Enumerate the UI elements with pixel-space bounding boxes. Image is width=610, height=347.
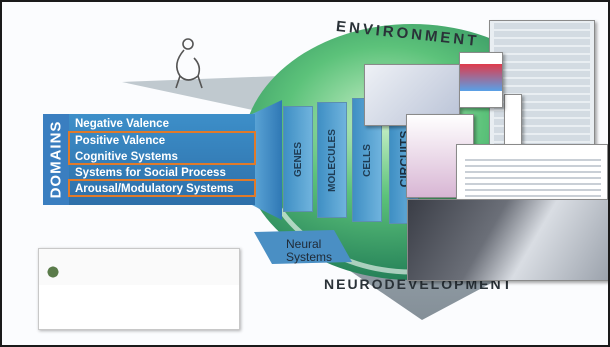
journal-logo-icon [43,263,63,281]
domains-label: DOMAINS [47,120,65,199]
paper-header [39,249,239,285]
domains-bar [43,114,255,205]
neural-systems-line2: Systems [286,250,333,264]
domain-social-processes: Systems for Social Process [75,167,226,179]
unit-label-molecules: MOLECULES [326,128,338,192]
paper-screenshot-image [38,248,240,330]
unit-panel-molecules: MOLECULES [317,102,347,218]
meeting-hands-photo [407,199,608,281]
unit-panel-genes: GENES [283,106,313,212]
data-table-image [456,144,608,206]
domain-negative-valence: Negative Valence [75,118,169,130]
domain-positive-valence: Positive Valence [75,135,166,147]
domain-cognitive-systems: Cognitive Systems [75,151,178,163]
domain-arousal-modulatory: Arousal/Modulatory Systems [75,183,234,195]
highlight-box-valence-cognitive [68,131,256,165]
highlight-box-arousal [68,179,256,197]
neural-systems-wedge [254,230,352,264]
unit-label-cells: CELLS [361,143,373,177]
neural-systems-label: Neural Systems [286,238,332,264]
domains-tag: DOMAINS [43,114,69,205]
journal-cover-image [459,52,503,108]
pregnant-figure-icon [175,38,203,89]
domains-wedge [252,100,282,220]
neural-systems-line1: Neural [286,237,322,251]
unit-label-genes: GENES [292,141,304,177]
